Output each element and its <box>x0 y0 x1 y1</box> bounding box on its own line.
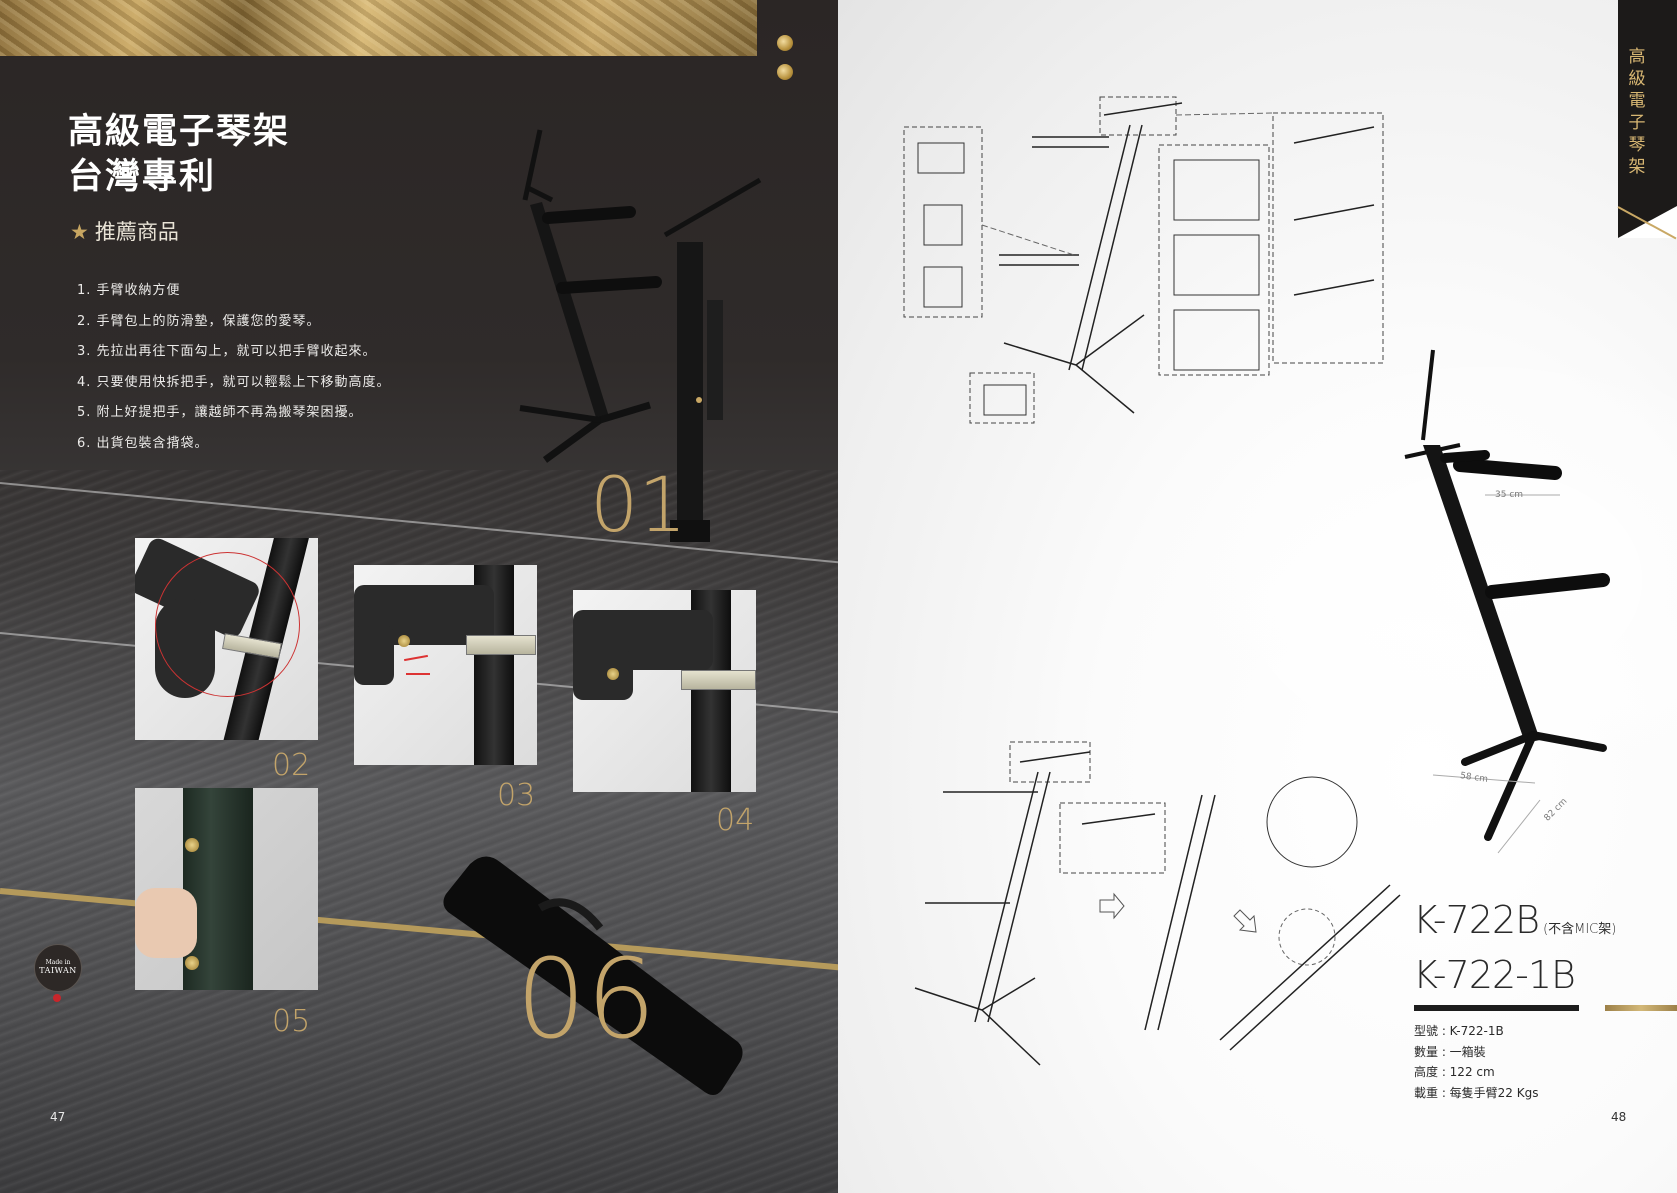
feature-item: 6. 出貨包裝含揹袋。 <box>77 435 209 451</box>
feature-item: 1. 手臂收納方便 <box>77 283 181 298</box>
feature-item: 4. 只要使用快拆把手，就可以輕鬆上下移動高度。 <box>77 374 391 390</box>
feature-item: 2. 手臂包上的防滑墊，保護您的愛琴。 <box>77 313 321 329</box>
step-number-05: 05 <box>272 1004 311 1039</box>
product-stand-photo <box>1404 349 1610 854</box>
detail-photo-03 <box>354 565 537 765</box>
spec-item: 高度 : 122 cm <box>1414 1065 1495 1079</box>
step-number-03: 03 <box>497 778 536 813</box>
stand-photo-folded <box>663 177 762 542</box>
step-number-02: 02 <box>272 748 311 783</box>
page-number-left: 47 <box>50 1110 66 1124</box>
spec-divider <box>1414 1005 1579 1011</box>
step-number-04: 04 <box>716 803 755 838</box>
made-in-label: Made in <box>45 959 71 966</box>
recommend-label: 推薦商品 <box>94 220 179 244</box>
detail-photo-02 <box>135 538 318 740</box>
detail-photo-05 <box>135 788 318 990</box>
spec-list: 型號 : K-722-1B 數量 : 一箱裝 高度 : 122 cm 載重 : … <box>1414 1021 1539 1103</box>
feature-item: 3. 先拉出再往下面勾上，就可以把手臂收起來。 <box>77 344 377 359</box>
model-1-note: (不含MIC架) <box>1543 922 1617 937</box>
red-dot <box>53 994 61 1002</box>
made-in-taiwan-badge: Made in TAIWAN <box>34 944 82 992</box>
title-line-1: 高級電子琴架 <box>68 112 291 152</box>
spec-item: 型號 : K-722-1B <box>1414 1024 1504 1038</box>
gold-accent-bar <box>1605 1005 1677 1011</box>
star-icon: ★ <box>70 220 89 244</box>
section-tab <box>1618 0 1677 238</box>
recommend-heading: ★推薦商品 <box>70 216 179 246</box>
assembly-diagram-bottom <box>914 741 1401 1066</box>
spec-item: 數量 : 一箱裝 <box>1414 1044 1486 1059</box>
stand-photo-open <box>519 129 662 463</box>
step-number-01: 01 <box>590 460 687 549</box>
step-number-06: 06 <box>516 935 656 1063</box>
page-number-right: 48 <box>1611 1110 1627 1124</box>
model-1-label: K-722B <box>1413 898 1540 942</box>
spec-item: 載重 : 每隻手臂22 Kgs <box>1414 1085 1539 1100</box>
model-name-2: K-722-1B <box>1413 953 1576 997</box>
page-title: 高級電子琴架 台灣專利 <box>68 110 290 200</box>
detail-photo-04 <box>573 590 756 792</box>
model-name-1: K-722B(不含MIC架) <box>1413 898 1616 942</box>
gold-foil-banner <box>0 0 757 56</box>
taiwan-label: TAIWAN <box>39 966 77 975</box>
carry-bag-photo <box>443 856 743 1095</box>
assembly-diagram-top <box>903 96 1384 424</box>
feature-list: 1. 手臂收納方便 2. 手臂包上的防滑墊，保護您的愛琴。 3. 先拉出再往下面… <box>77 276 391 459</box>
arm-dimension: 35 cm <box>1495 490 1524 500</box>
title-line-2: 台灣專利 <box>68 157 217 197</box>
gold-dot <box>777 35 793 51</box>
section-tab-label: 高級電子琴架 <box>1628 47 1646 177</box>
feature-item: 5. 附上好提把手，讓越師不再為搬琴架困擾。 <box>77 405 363 420</box>
gold-dot <box>777 64 793 80</box>
